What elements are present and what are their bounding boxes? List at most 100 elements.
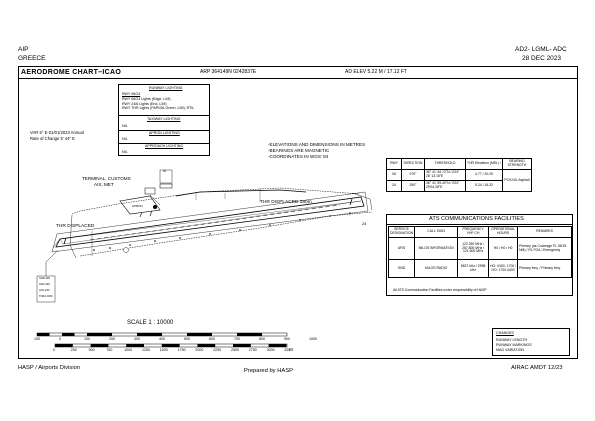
runway-lighting-line-3: RWY THR Lights (PAPI/06-Green, LIM), RTI…: [122, 106, 195, 110]
wind-box-line-3: LDG 240: [39, 289, 50, 292]
runway: [52, 196, 365, 249]
scale-tick-label: 400: [159, 337, 165, 341]
ats-header-service: SERVICE DESIGNATION: [387, 226, 416, 238]
scale-tick-label: 800: [259, 337, 265, 341]
scale-bar-metres: [36, 332, 288, 337]
threshold-cell: 36° 41' 59.40"N / 024° 29'04.28"E: [424, 180, 466, 192]
pad-box-top: 06: [163, 170, 166, 173]
scale-tick-label: 2250: [213, 348, 222, 352]
terminal-building: [144, 187, 156, 195]
approach-lighting-title: APPROACH LIGHTING: [145, 144, 184, 148]
ats-frequency-cell: 5637 kHz / 2998 kHz: [457, 259, 490, 278]
scale-tick-label: 750: [106, 348, 113, 352]
wind-box-line-4: TORA 1000: [39, 295, 53, 298]
runway-lighting-line-1: RWY 06/24 Lights (Edge, LIM): [122, 97, 171, 101]
runway-lighting-line-2: RWY 24/6 Lights (End, LIM): [122, 101, 167, 106]
ats-service-cell: GND: [387, 259, 416, 278]
scale-tick-label: 100: [34, 337, 40, 341]
scale-tick-label: 500: [88, 348, 95, 352]
ats-remarks-cell: Primary (as Coverage FL 35/15 NM) / RL F…: [517, 237, 572, 260]
terminal-label-2: AIS, MET: [94, 182, 114, 187]
magnetic-variation: VAR 5° E-01/01/2023 Annual: [30, 130, 84, 135]
scale-tick-label: 250: [70, 348, 77, 352]
scale-tick-label: 1750: [177, 348, 186, 352]
ats-title: ATS COMMUNICATIONS FACILITIES: [429, 216, 524, 222]
header-country: GREECE: [18, 55, 46, 62]
table-row: GND MILOS RADIO 5637 kHz / 2998 kHz HO: …: [387, 259, 572, 278]
apron-lighting-value: NIL: [122, 137, 128, 141]
threshold-24-label: THR DISPLACED 280m: [260, 200, 312, 205]
legend-item: RUNWAY LENGTH: [496, 338, 528, 342]
header-doc-id: AD2- LGML- ADC: [515, 46, 567, 53]
footer-amendment: AIRAC AMDT 12/23: [511, 365, 563, 371]
arp-coordinates: ARP 364149N 0242837E: [200, 69, 257, 75]
scale-tick-label: 1000: [309, 337, 317, 341]
footer-prepared: Prepared by HASP: [244, 368, 293, 374]
scale-tick-label: 2750: [248, 348, 257, 352]
rwy-header-bearing: BEARING STRENGTH: [502, 158, 532, 170]
table-row: AFIS MILOS INFORMATION 122.250 MHz / 257…: [387, 237, 572, 260]
legend-box: CHANGES RUNWAY LENGTH RUNWAY MARKINGS MA…: [492, 328, 570, 356]
scale-tick-label: 900: [284, 337, 290, 341]
runway-lighting-title: RUNWAY LIGHTING: [149, 86, 183, 90]
elevation-cell: 5.24 / 16.32: [465, 180, 503, 192]
scale-tick-label: 0: [59, 337, 61, 341]
threshold-06-label: THR DISPLACED: [56, 224, 95, 229]
arp-marker: [153, 205, 157, 209]
chart-frame: [18, 66, 578, 359]
chart-title: AERODROME CHART–ICAO: [21, 69, 122, 76]
footer-division: HASP / Airports Division: [18, 365, 81, 371]
terminal-label: TERMINAL, CUSTOMS: [82, 176, 131, 181]
ats-hours-cell: HO: 0400- 1700 / HO: 1700-0400: [488, 259, 519, 278]
wind-box-line-2: HDG 260: [39, 283, 50, 286]
taxiway-lighting-value: NIL: [122, 124, 128, 128]
scale-tick-label: 0: [53, 348, 55, 352]
scale-tick-label: 1000: [124, 348, 133, 352]
scale-tick-label: 1500: [159, 348, 168, 352]
scale-tick-label: 300: [134, 337, 140, 341]
scale-tick-label: 3250: [284, 348, 293, 352]
scale-bar-feet: [54, 343, 288, 348]
legend-item: RUNWAY MARKINGS: [496, 343, 532, 347]
note-bearings: -BEARINGS ARE MAGNETIC: [268, 148, 330, 153]
legend-item: MAG VARIATION: [496, 348, 525, 352]
scale-tick-label: 600: [209, 337, 215, 341]
scale-tick-label: 2000: [195, 348, 204, 352]
legend-title: CHANGES: [496, 331, 514, 335]
scale-feet-unit: FT: [289, 348, 294, 352]
approach-lighting-value: NIL: [122, 150, 128, 154]
variation-rate: Rate of Change 5' 44" E: [30, 136, 75, 141]
taxiway-lighting-title: TAXIWAY LIGHTING: [147, 117, 181, 121]
runway-table: RWY DIRECTION THRESHOLD THR Elevation (M…: [386, 158, 532, 192]
scale-tick-label: 700: [234, 337, 240, 341]
ats-note: All ATS Communication Facilities under r…: [393, 288, 487, 292]
runway-lighting-rwy: RWY 06/24: [122, 92, 141, 96]
aerodrome-elevation: AD ELEV 5.22 M / 17.12 FT: [345, 69, 407, 75]
svg-text:APRON: APRON: [132, 204, 143, 208]
scale-tick-label: 1250: [142, 348, 150, 352]
runway-designator-24: 24: [362, 221, 367, 226]
title-divider: [18, 78, 578, 79]
table-row: 06 070° 36° 41' 46.72"N / 024° 28' 13.15…: [386, 169, 532, 192]
scale-tick-label: 2500: [231, 348, 239, 352]
scale-tick-label: 3000: [266, 348, 275, 352]
table-row: 24 250° 36° 41' 59.40"N / 024° 29'04.28"…: [386, 180, 532, 192]
header-date: 28 DEC 2023: [522, 55, 562, 62]
scale-tick-label: 100: [84, 337, 90, 341]
lighting-box: RUNWAY LIGHTING RWY 06/24 RWY 06/24 Ligh…: [118, 84, 210, 156]
scale-tick-label: 500: [184, 337, 190, 341]
scale-title: SCALE 1 : 10000: [127, 320, 174, 326]
ats-remarks-cell: Primary freq. / Primary freq.: [517, 259, 572, 278]
scale-tick-label: 200: [109, 337, 115, 341]
ats-table: SERVICE DESIGNATION CALL SIGN FREQUENCY …: [387, 226, 572, 278]
ats-box: ATS COMMUNICATIONS FACILITIES SERVICE DE…: [386, 214, 573, 296]
threshold-cell: 36° 41' 46.72"N / 024° 28' 13.15"E: [424, 169, 466, 181]
bearing-cell: PCN NIL Asphalt: [502, 169, 532, 192]
header-aip: AIP: [18, 46, 29, 53]
apron: [119, 195, 161, 215]
apron-lighting-title: APRON LIGHTING: [149, 131, 180, 135]
note-elevations: -ELEVATIONS AND DIMENSIONS IN METRES: [268, 142, 366, 147]
wind-box-line-1: GND 306: [39, 277, 50, 280]
note-coordinates: -COORDINATES IN WGS' 84: [268, 154, 329, 159]
